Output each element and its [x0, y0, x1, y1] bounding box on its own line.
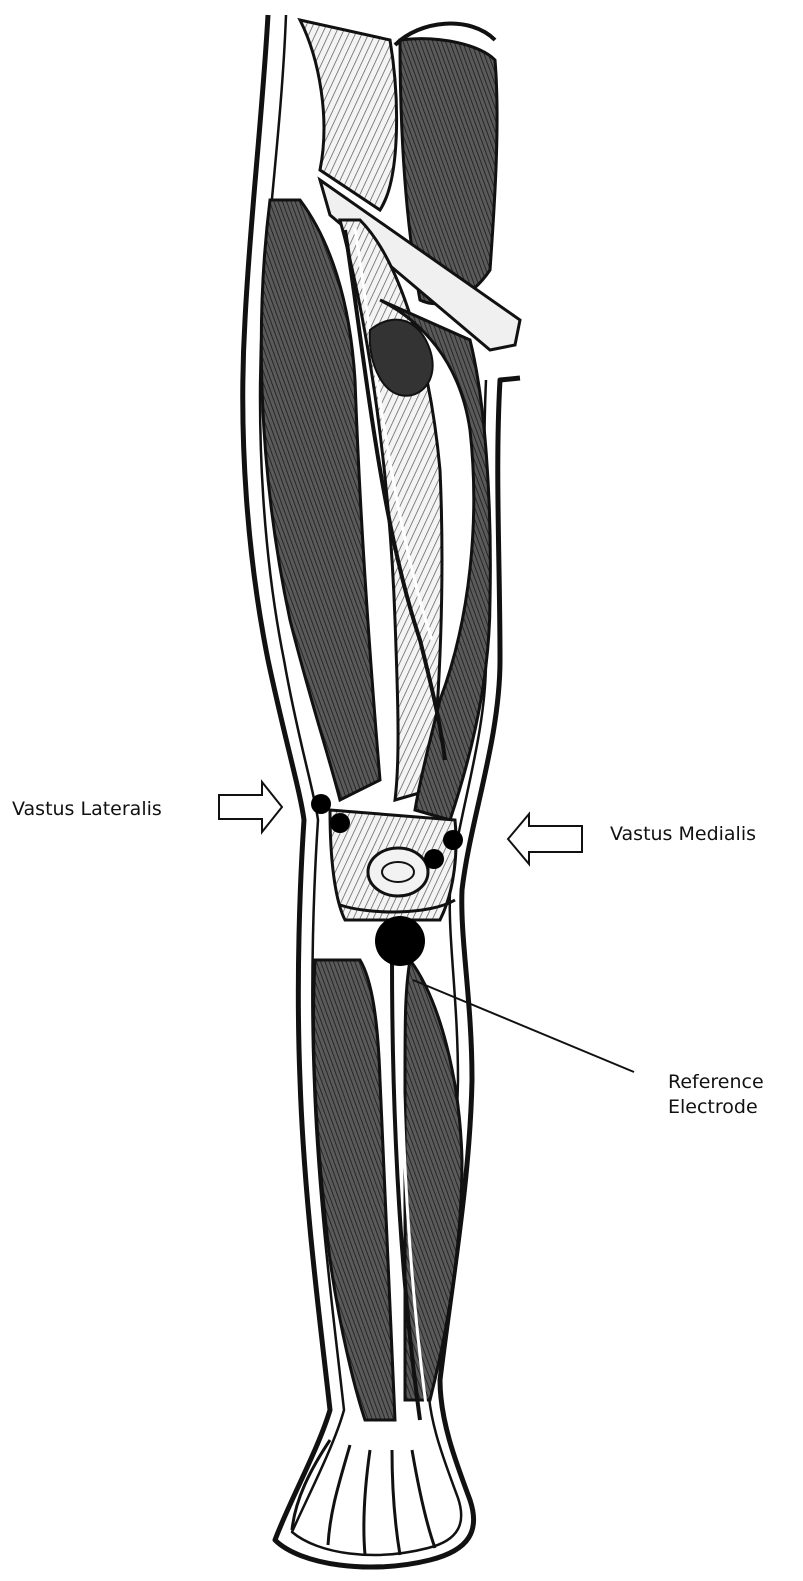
- vastus-lateralis-arrow: [219, 782, 282, 832]
- vastus-lateralis-electrode-1: [311, 794, 331, 814]
- reference-electrode-label: Reference Electrode: [668, 1070, 764, 1120]
- vastus-medialis-label: Vastus Medialis: [610, 822, 756, 847]
- reference-label-line2: Electrode: [668, 1095, 764, 1120]
- reference-label-line1: Reference: [668, 1070, 764, 1095]
- vastus-medialis-arrow: [508, 814, 582, 864]
- vastus-medialis-electrode-2: [424, 849, 444, 869]
- vastus-lateralis-label: Vastus Lateralis: [12, 797, 162, 822]
- lower-leg-muscles: [313, 960, 462, 1420]
- reference-electrode: [375, 916, 425, 966]
- vastus-medialis-electrode-1: [443, 830, 463, 850]
- vastus-lateralis-electrode-2: [330, 813, 350, 833]
